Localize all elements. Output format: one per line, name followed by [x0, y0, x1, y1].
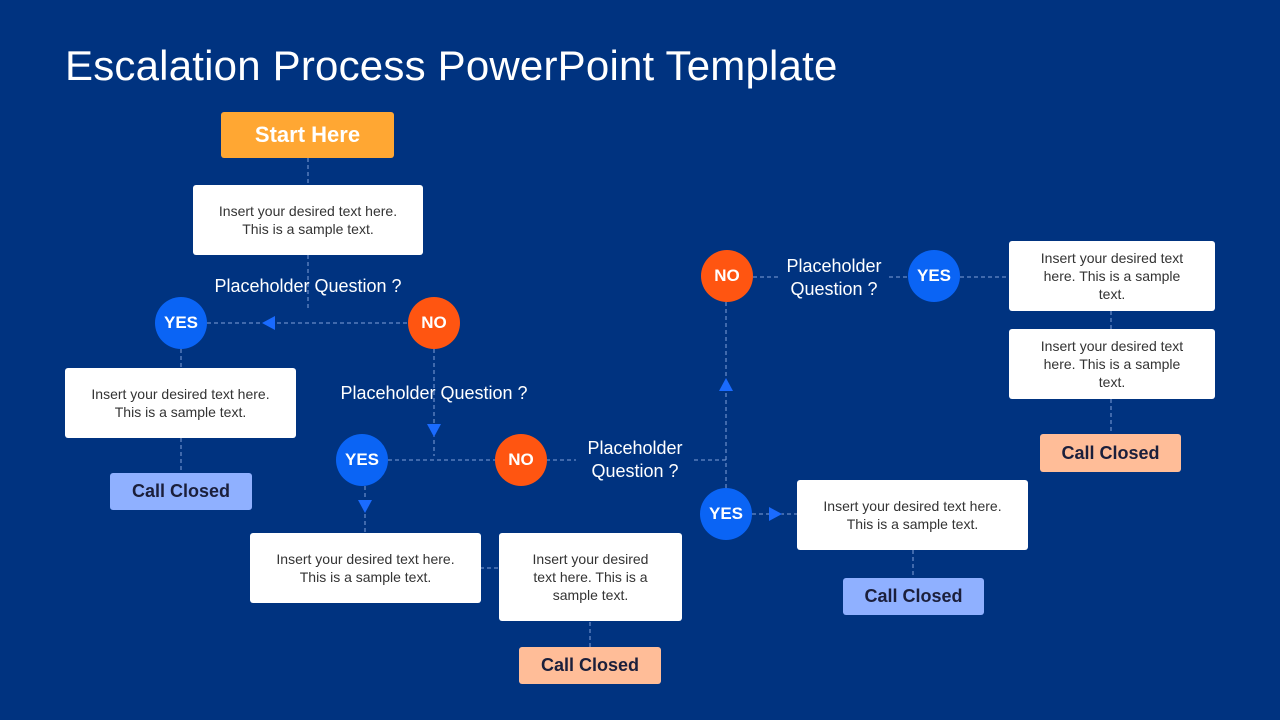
question-label: Placeholder Question ?	[786, 256, 882, 299]
yes-circle: YES	[155, 297, 207, 349]
arrow-down-icon	[358, 500, 372, 513]
yes-circle: YES	[908, 250, 960, 302]
no-circle: NO	[495, 434, 547, 486]
text-box: Insert your desired text here. This is a…	[65, 368, 296, 438]
question-label: Placeholder Question ?	[587, 438, 683, 481]
question-label: Placeholder Question ?	[214, 276, 402, 296]
arrow-right-icon	[769, 507, 782, 521]
slide-title: Escalation Process PowerPoint Template	[65, 42, 838, 89]
text-box: Insert your desired text here. This is a…	[499, 533, 682, 621]
question-label: Placeholder Question ?	[340, 383, 528, 403]
text-box: Insert your desired text here. This is a…	[250, 533, 481, 603]
call-closed-box: Call Closed	[1040, 434, 1181, 472]
call-closed-box: Call Closed	[110, 473, 252, 510]
no-circle: NO	[408, 297, 460, 349]
text-box: Insert your desired text here. This is a…	[797, 480, 1028, 550]
text-box: Insert your desired text here. This is a…	[1009, 329, 1215, 399]
no-circle: NO	[701, 250, 753, 302]
text-box: Insert your desired text here. This is a…	[193, 185, 423, 255]
call-closed-box: Call Closed	[519, 647, 661, 684]
arrow-left-icon	[262, 316, 275, 330]
arrow-up-icon	[719, 378, 733, 391]
yes-circle: YES	[700, 488, 752, 540]
start-here-box: Start Here	[221, 112, 394, 158]
yes-circle: YES	[336, 434, 388, 486]
arrow-down-icon	[427, 424, 441, 437]
text-box: Insert your desired text here. This is a…	[1009, 241, 1215, 311]
call-closed-box: Call Closed	[843, 578, 984, 615]
